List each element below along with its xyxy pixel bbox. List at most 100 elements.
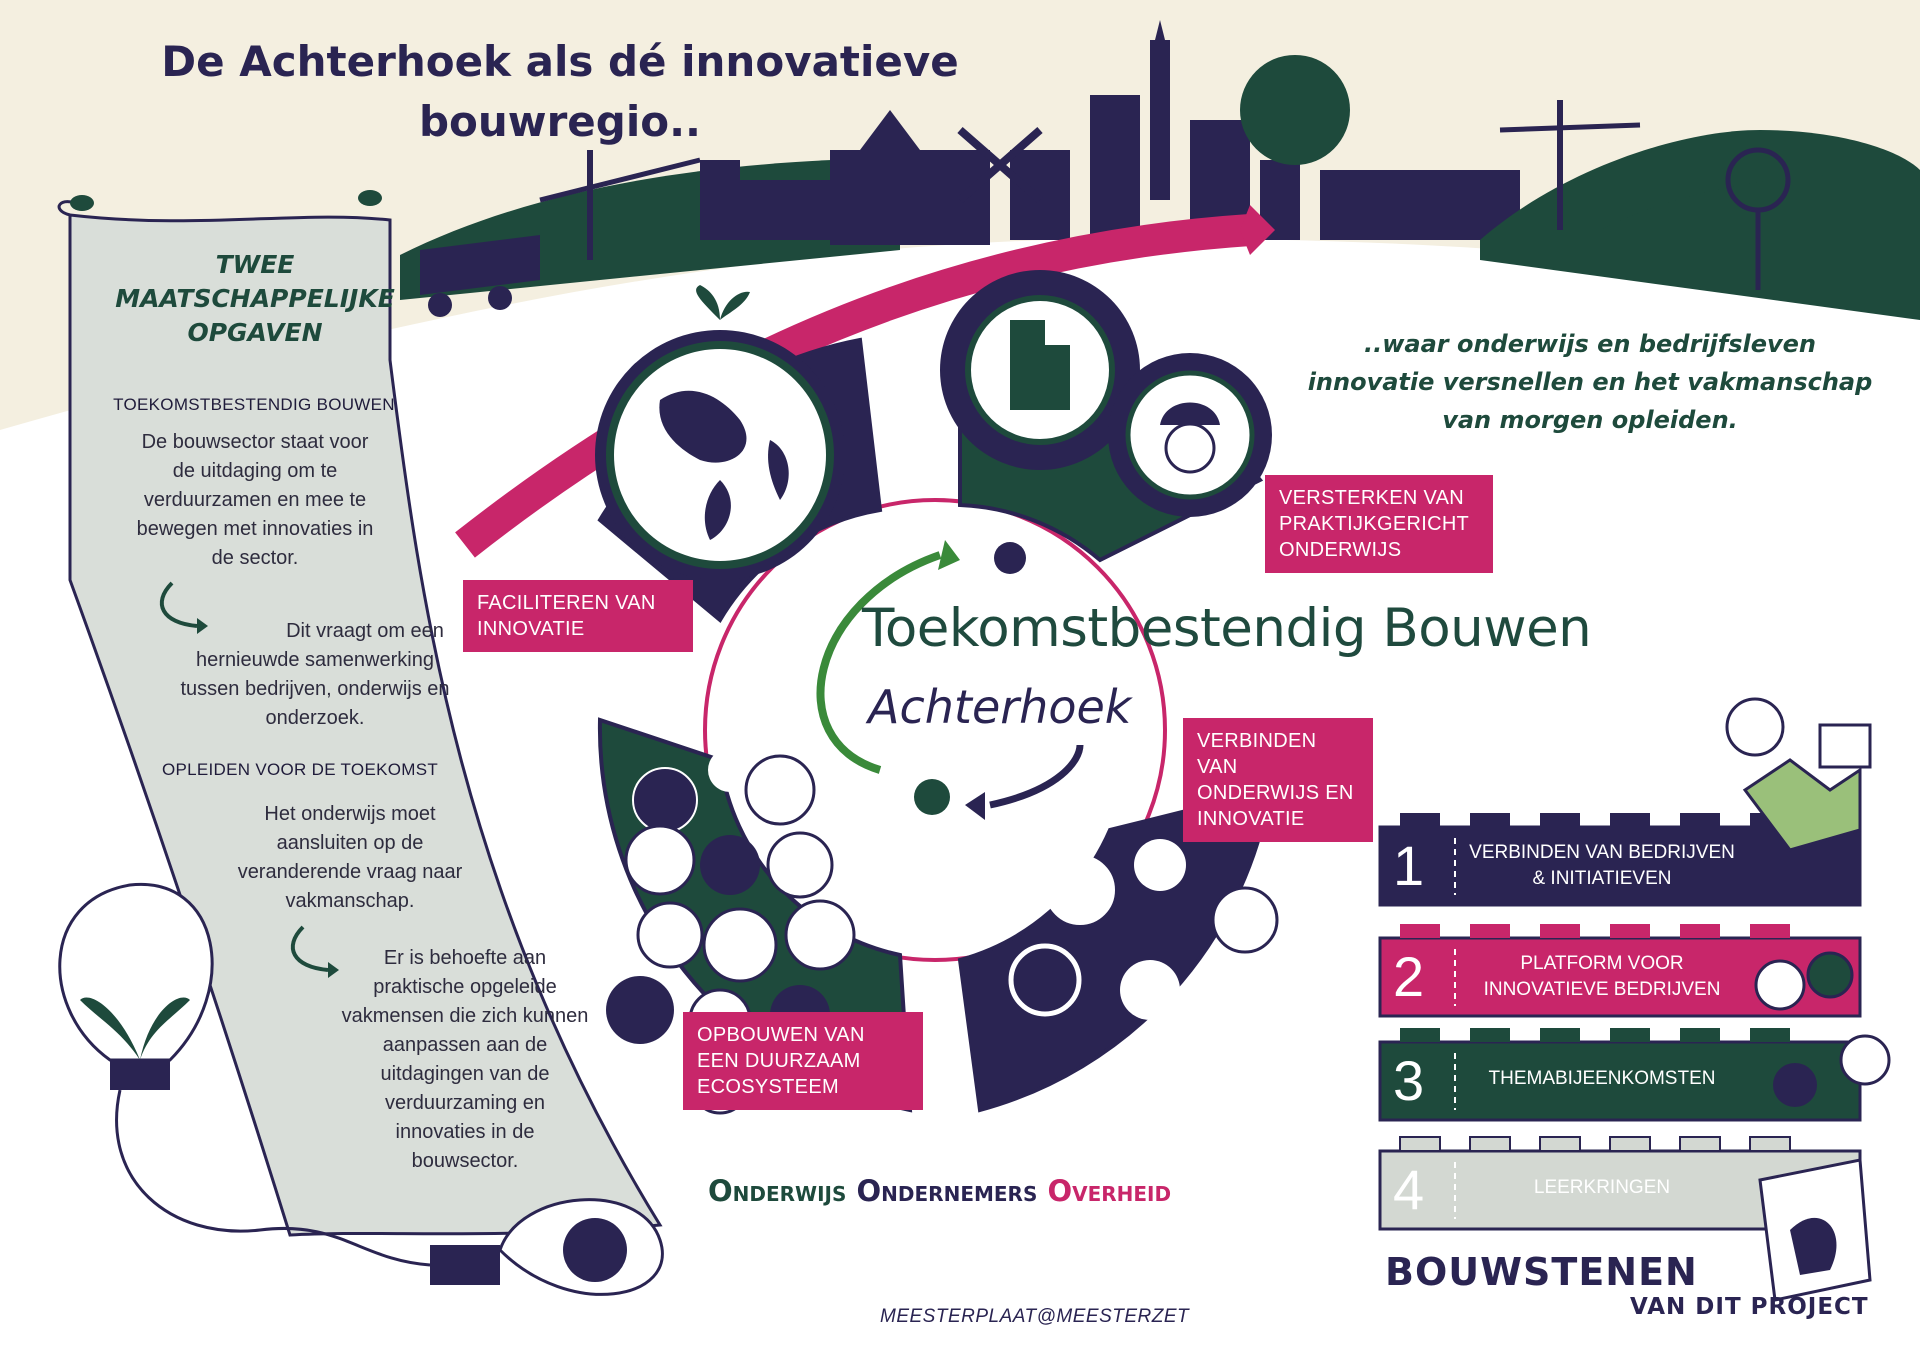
puzzle-people-icon [1754, 951, 1891, 1107]
tagline: Onderwijs Ondernemers Overheid [708, 1174, 1171, 1208]
paragraph-line: innovaties in de [395, 1121, 535, 1143]
paragraph-line: bouwsector. [411, 1150, 519, 1172]
building-blocks-subtitle: VAN DIT PROJECT [1630, 1294, 1869, 1320]
arrow-head [1240, 205, 1275, 255]
block-label-line: INNOVATIEVE BEDRIJVEN [1483, 979, 1721, 1000]
paragraph-line: veranderende vraag naar [237, 861, 463, 883]
paragraph-line: De bouwsector staat voor [141, 431, 369, 453]
block-number: 3 [1393, 1049, 1425, 1112]
scroll-title-line: MAATSCHAPPELIJKE [115, 284, 395, 313]
tagline-initial: O [1047, 1174, 1073, 1208]
block-label-line: THEMABIJEENKOMSTEN [1488, 1068, 1716, 1089]
power-cord [115, 1089, 431, 1267]
section-paragraph: Het onderwijs moet aansluiten op de vera… [210, 800, 490, 916]
paragraph-line: vakmanschap. [285, 890, 415, 912]
cycle-arrow-navy [989, 744, 1084, 809]
tag-line: VERSTERKEN VAN [1279, 487, 1464, 509]
lightbulb-plant-icon [58, 882, 214, 1090]
tag-line: OPBOUWEN VAN [697, 1024, 865, 1046]
tag-faciliteren: FACILITEREN VAN INNOVATIE [463, 580, 693, 652]
tag-line: ONDERWIJS [1279, 539, 1402, 561]
block-number: 4 [1393, 1158, 1425, 1221]
book-doodle-icon [1758, 1158, 1872, 1302]
slogan: ..waar onderwijs en bedrijfsleven innova… [1290, 325, 1890, 439]
block-label: THEMABIJEENKOMSTEN [1462, 1066, 1742, 1092]
tag-line: INNOVATIE [1197, 808, 1305, 830]
tag-line: FACILITEREN VAN [477, 592, 656, 614]
footer-email: MEESTERPLAAT@MEESTERZET [880, 1306, 1190, 1327]
block-label: PLATFORM VOOR INNOVATIEVE BEDRIJVEN [1462, 951, 1742, 1003]
section-paragraph: De bouwsector staat voor de uitdaging om… [100, 428, 410, 573]
paragraph-line: de sector. [211, 547, 299, 569]
scroll-title-line: TWEE [215, 250, 295, 279]
paragraph-line: aansluiten op de [276, 832, 424, 854]
tagline-word: nderwijs [732, 1174, 847, 1208]
tag-versterken: VERSTERKEN VAN PRAKTIJKGERICHT ONDERWIJS [1265, 475, 1493, 573]
tagline-onderwijs: Onderwijs [708, 1174, 846, 1208]
paragraph-line: Het onderwijs moet [264, 803, 436, 825]
section-heading: TOEKOMSTBESTENDIG BOUWEN [113, 395, 395, 414]
skyline-illustration [400, 20, 1920, 320]
dot [914, 779, 950, 815]
paragraph-line: hernieuwde samenwerking [196, 649, 434, 671]
block-number: 2 [1393, 945, 1425, 1008]
paragraph-line: bewegen met innovaties in [136, 518, 374, 540]
dot [994, 542, 1026, 574]
block-number: 1 [1393, 834, 1425, 897]
arrow-head [965, 792, 985, 820]
lightbulb-worker-icon [430, 1198, 664, 1296]
tag-line: PRAKTIJKGERICHT [1279, 513, 1470, 535]
slogan-line: ..waar onderwijs en bedrijfsleven [1363, 330, 1816, 358]
paragraph-line: tussen bedrijven, onderwijs en [180, 678, 450, 700]
slogan-line: innovatie versnellen en het vakmanschap [1307, 368, 1873, 396]
block-label: LEERKRINGEN [1462, 1175, 1742, 1201]
network-bubbles [588, 748, 856, 1115]
tagline-initial: O [708, 1174, 733, 1208]
block-label-line: & INITIATIEVEN [1532, 868, 1672, 889]
logo-subtitle: Achterhoek [868, 680, 1132, 734]
tagline-initial: O [856, 1174, 882, 1208]
section-paragraph: Er is behoefte aan praktische opgeleide … [325, 944, 605, 1176]
tag-line: ECOSYSTEEM [697, 1076, 839, 1098]
tag-line: INNOVATIE [477, 618, 585, 640]
tag-line: EEN DUURZAAM [697, 1050, 861, 1072]
gear-icon [940, 270, 1140, 470]
tag-line: VERBINDEN VAN [1197, 730, 1317, 778]
lightbulb-icon [1211, 886, 1279, 954]
curved-arrow-icon [290, 925, 339, 978]
block-label-line: PLATFORM VOOR [1520, 953, 1684, 974]
paragraph-line: vakmensen die zich kunnen [341, 1005, 589, 1027]
title-line: De Achterhoek als dé innovatieve [161, 37, 959, 86]
worker-gear-icon [1108, 353, 1272, 517]
paragraph-line: uitdagingen van de [380, 1063, 550, 1085]
curved-arrow-icon [159, 581, 208, 634]
tagline-ondernemers: Ondernemers [857, 1174, 1038, 1208]
paragraph-line: aanpassen aan de [382, 1034, 548, 1056]
tagline-overheid: Overheid [1047, 1174, 1171, 1208]
cycle-arrow-green [816, 551, 942, 774]
paragraph-line: Er is behoefte aan [383, 947, 547, 969]
tag-opbouwen: OPBOUWEN VAN EEN DUURZAAM ECOSYSTEEM [683, 1012, 923, 1110]
block-label-line: LEERKRINGEN [1533, 1177, 1671, 1198]
title-line: bouwregio.. [418, 97, 702, 146]
tagline-word: verheid [1072, 1174, 1172, 1208]
paragraph-line: praktische opgeleide [373, 976, 557, 998]
block-label-line: VERBINDEN VAN BEDRIJVEN [1469, 842, 1735, 863]
tagline-word: ndernemers [881, 1174, 1038, 1208]
block-label: VERBINDEN VAN BEDRIJVEN & INITIATIEVEN [1462, 840, 1742, 892]
paragraph-line: verduurzamen en mee te [143, 489, 367, 511]
logo-title: Toekomstbestendig Bouwen [862, 598, 1592, 659]
page-title: De Achterhoek als dé innovatieve bouwreg… [150, 32, 970, 152]
building-blocks-stack [1378, 813, 1862, 1231]
paragraph-line: onderzoek. [265, 707, 365, 729]
map-doodle-icon [1742, 758, 1862, 852]
arrow-head [938, 540, 960, 570]
progress-arrow [455, 214, 1252, 558]
tools-icons [1008, 839, 1186, 1020]
scroll-title-line: OPGAVEN [187, 318, 323, 347]
paragraph-line: verduurzaming en [384, 1092, 546, 1114]
slogan-line: van morgen opleiden. [1442, 406, 1738, 434]
tag-verbinden: VERBINDEN VAN ONDERWIJS EN INNOVATIE [1183, 718, 1373, 842]
paragraph-line: de uitdaging om te [172, 460, 338, 482]
